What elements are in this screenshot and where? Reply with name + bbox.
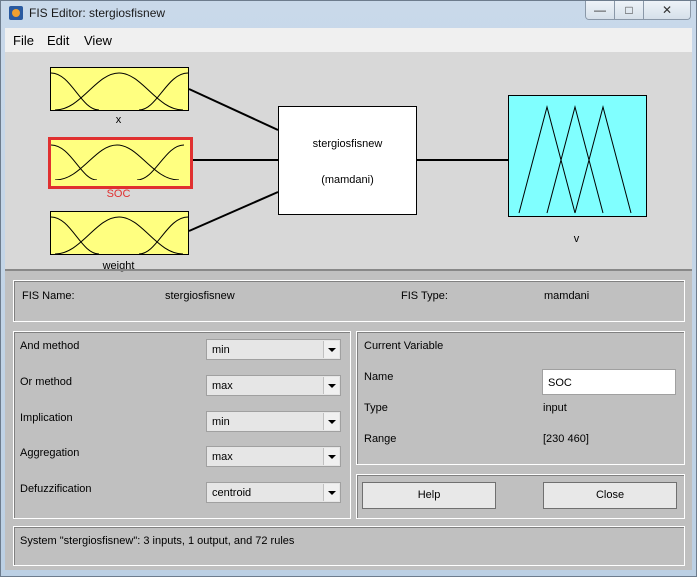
buttons-panel: Help Close xyxy=(356,474,685,519)
or-method-label: Or method xyxy=(20,376,72,388)
input-soc-mf-curves xyxy=(51,144,184,180)
output-v-label: v xyxy=(573,233,580,245)
variable-name-label: Name xyxy=(364,371,394,383)
connection-lines xyxy=(188,88,508,232)
fis-info-panel: FIS Name: stergiosfisnew FIS Type: mamda… xyxy=(13,280,685,322)
title-bar[interactable]: FIS Editor: stergiosfisnew — □ ✕ xyxy=(1,1,696,27)
variable-range-value: [230 460] xyxy=(543,433,589,445)
menu-file[interactable]: File xyxy=(13,33,34,48)
and-method-label: And method xyxy=(20,340,80,352)
editor-client-area: x SOC weight stergiosfisnew (mamdani) xyxy=(5,52,692,570)
chevron-down-icon xyxy=(323,448,339,465)
current-variable-panel: Current Variable Name Type input Range [… xyxy=(356,331,685,465)
menu-view[interactable]: View xyxy=(84,33,112,48)
status-panel: System "stergiosfisnew": 3 inputs, 1 out… xyxy=(13,526,685,566)
current-variable-header: Current Variable xyxy=(364,340,444,352)
fis-system-box[interactable]: stergiosfisnew (mamdani) xyxy=(278,106,417,215)
output-v-mf-triangles xyxy=(518,105,632,214)
and-method-value: min xyxy=(212,344,230,356)
input-x-label: x xyxy=(115,114,122,126)
input-x-mf-curves xyxy=(51,72,188,110)
or-method-select[interactable]: max xyxy=(206,375,341,396)
aggregation-label: Aggregation xyxy=(20,447,80,459)
input-soc-label: SOC xyxy=(106,188,131,200)
input-soc-box[interactable] xyxy=(48,137,193,189)
fis-system-type: (mamdani) xyxy=(321,174,374,186)
variable-type-value: input xyxy=(543,402,567,414)
aggregation-select[interactable]: max xyxy=(206,446,341,467)
fis-diagram: x SOC weight stergiosfisnew (mamdani) xyxy=(5,52,692,272)
help-button[interactable]: Help xyxy=(362,482,496,509)
input-weight-mf-curves xyxy=(51,216,188,254)
output-v-box[interactable] xyxy=(508,95,647,217)
fis-system-name: stergiosfisnew xyxy=(312,138,383,150)
fis-name-label: FIS Name: xyxy=(22,290,75,302)
defuzzification-select[interactable]: centroid xyxy=(206,482,341,503)
window-controls: — □ ✕ xyxy=(585,1,691,20)
chevron-down-icon xyxy=(323,377,339,394)
input-weight-box[interactable] xyxy=(50,211,189,255)
status-text: System "stergiosfisnew": 3 inputs, 1 out… xyxy=(20,535,295,547)
variable-name-value: SOC xyxy=(548,377,572,389)
menu-edit[interactable]: Edit xyxy=(47,33,70,48)
methods-panel: And method min Or method max Implication… xyxy=(13,331,351,519)
fis-type-value: mamdani xyxy=(544,290,590,302)
menu-bar: File Edit View xyxy=(5,28,692,52)
variable-range-label: Range xyxy=(364,433,397,445)
variable-name-field[interactable]: SOC xyxy=(542,369,676,395)
chevron-down-icon xyxy=(323,484,339,501)
fis-type-label: FIS Type: xyxy=(401,290,448,302)
chevron-down-icon xyxy=(323,413,339,430)
or-method-value: max xyxy=(212,380,233,392)
diagram-separator xyxy=(5,269,692,271)
defuzzification-value: centroid xyxy=(212,487,252,499)
close-window-button[interactable]: ✕ xyxy=(643,1,690,19)
implication-select[interactable]: min xyxy=(206,411,341,432)
defuzzification-label: Defuzzification xyxy=(20,483,92,495)
close-button[interactable]: Close xyxy=(543,482,677,509)
window-title: FIS Editor: stergiosfisnew xyxy=(29,6,166,20)
fis-name-value: stergiosfisnew xyxy=(165,290,235,302)
maximize-button[interactable]: □ xyxy=(614,1,643,19)
aggregation-value: max xyxy=(212,451,233,463)
implication-value: min xyxy=(212,416,230,428)
minimize-button[interactable]: — xyxy=(586,1,614,19)
implication-label: Implication xyxy=(20,412,73,424)
and-method-select[interactable]: min xyxy=(206,339,341,360)
chevron-down-icon xyxy=(323,341,339,358)
variable-type-label: Type xyxy=(364,402,388,414)
matlab-app-icon xyxy=(9,6,23,20)
input-x-box[interactable] xyxy=(50,67,189,111)
